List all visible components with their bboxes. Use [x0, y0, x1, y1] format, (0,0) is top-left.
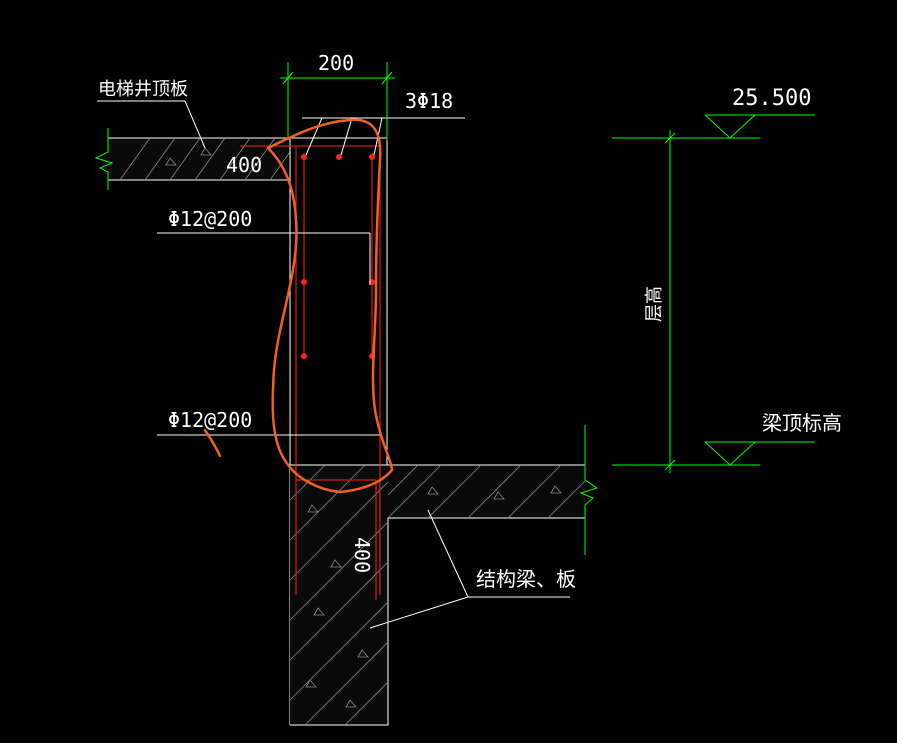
- aggregate-marks: [165, 147, 562, 708]
- slab-thickness-text: 400: [226, 153, 262, 177]
- elevator-roof-slab: [94, 128, 291, 190]
- beam-hatch: [289, 464, 586, 726]
- stirrup-lower-label: Φ12@200: [168, 408, 252, 432]
- beam-top-elevation-label: 梁顶标高: [762, 411, 842, 435]
- stirrup-upper-label: Φ12@200: [168, 207, 252, 231]
- width-dimension-text: 200: [318, 51, 354, 75]
- slab-hatch: [119, 137, 291, 181]
- top-bar-1: [301, 154, 307, 160]
- markup-outline: [266, 118, 394, 494]
- structural-beam-slab-label: 结构梁、板: [476, 567, 576, 591]
- top-bars-label: 3Φ18: [405, 89, 453, 113]
- vertical-dimension-text: 层高: [644, 286, 665, 322]
- rebar-dots: [301, 154, 375, 359]
- top-bar-2: [336, 154, 342, 160]
- top-bar-3: [369, 154, 375, 160]
- structural-beam-slab: [165, 147, 599, 726]
- hand-markup: [203, 118, 394, 494]
- elevation-label: 25.500: [732, 86, 811, 111]
- wall-thickness-text: 400: [350, 537, 374, 573]
- side-bar-3: [301, 353, 307, 359]
- elevator-roof-label: 电梯井顶板: [98, 79, 188, 100]
- markup-tick: [203, 428, 222, 458]
- side-bar-1: [301, 279, 307, 285]
- dimension-lines: [280, 62, 815, 555]
- leader-lines: [97, 100, 570, 629]
